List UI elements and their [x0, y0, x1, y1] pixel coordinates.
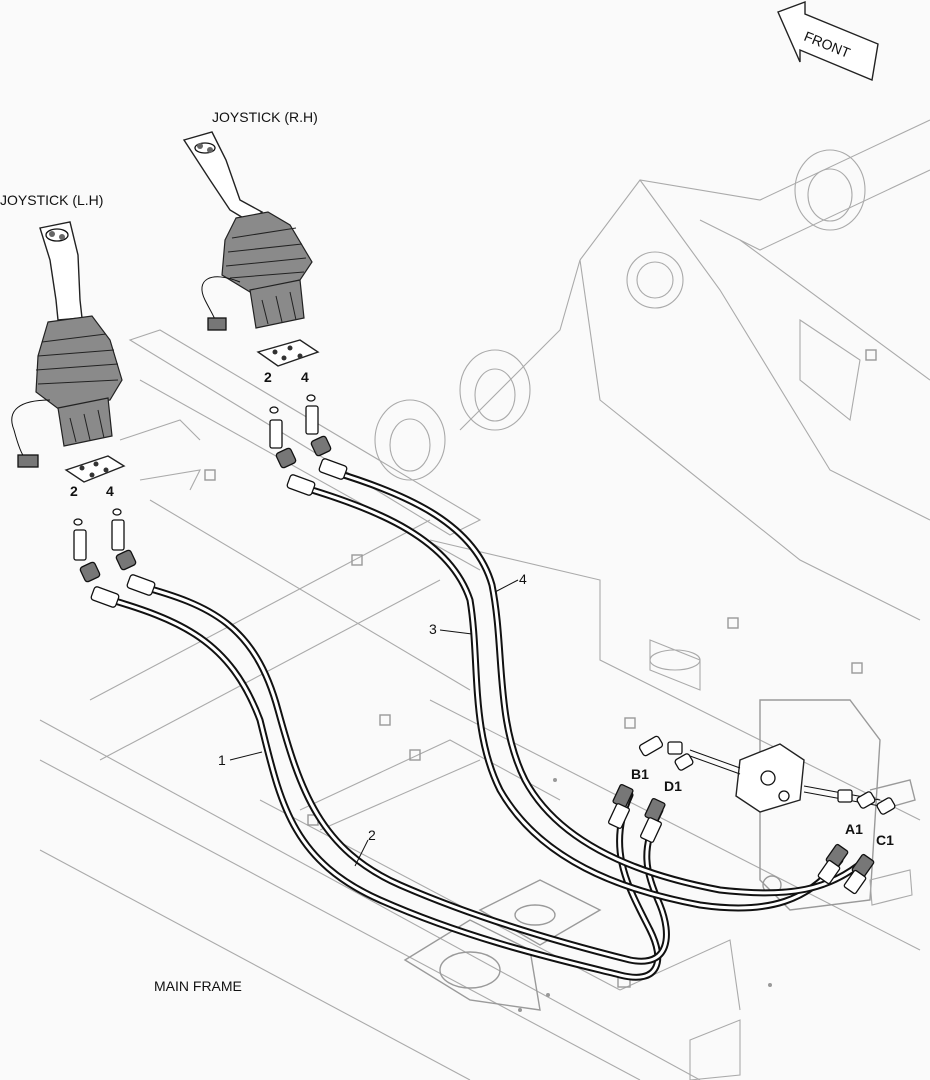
callout-hose-2: 2	[368, 827, 376, 843]
callout-rh-4: 4	[301, 369, 309, 385]
callout-lh-2: 2	[70, 483, 78, 499]
main-frame-label: MAIN FRAME	[154, 978, 242, 994]
callout-hose-1: 1	[218, 752, 226, 768]
callout-hose-3: 3	[429, 621, 437, 637]
joystick-lh-label: JOYSTICK (L.H)	[0, 192, 103, 208]
front-arrow: FRONT	[777, 0, 879, 81]
callout-lh-4: 4	[106, 483, 114, 499]
hose-1	[101, 594, 662, 981]
hose-4	[330, 468, 869, 897]
port-c1-label: C1	[876, 832, 894, 848]
hose-2	[136, 582, 670, 965]
hose-end-fittings	[90, 458, 875, 895]
port-b1-label: B1	[631, 766, 649, 782]
callout-rh-2: 2	[264, 369, 272, 385]
joystick-rh-label: JOYSTICK (R.H)	[212, 109, 318, 125]
callout-hose-4: 4	[519, 571, 527, 587]
joystick-rh: 2 4	[182, 131, 332, 469]
joystick-lh: 2 4	[11, 221, 137, 583]
hose-3	[298, 483, 844, 912]
hose-callouts: 1 2 3 4	[218, 571, 527, 867]
port-d1-label: D1	[664, 778, 682, 794]
valve-block	[638, 735, 896, 815]
port-a1-label: A1	[845, 821, 863, 837]
